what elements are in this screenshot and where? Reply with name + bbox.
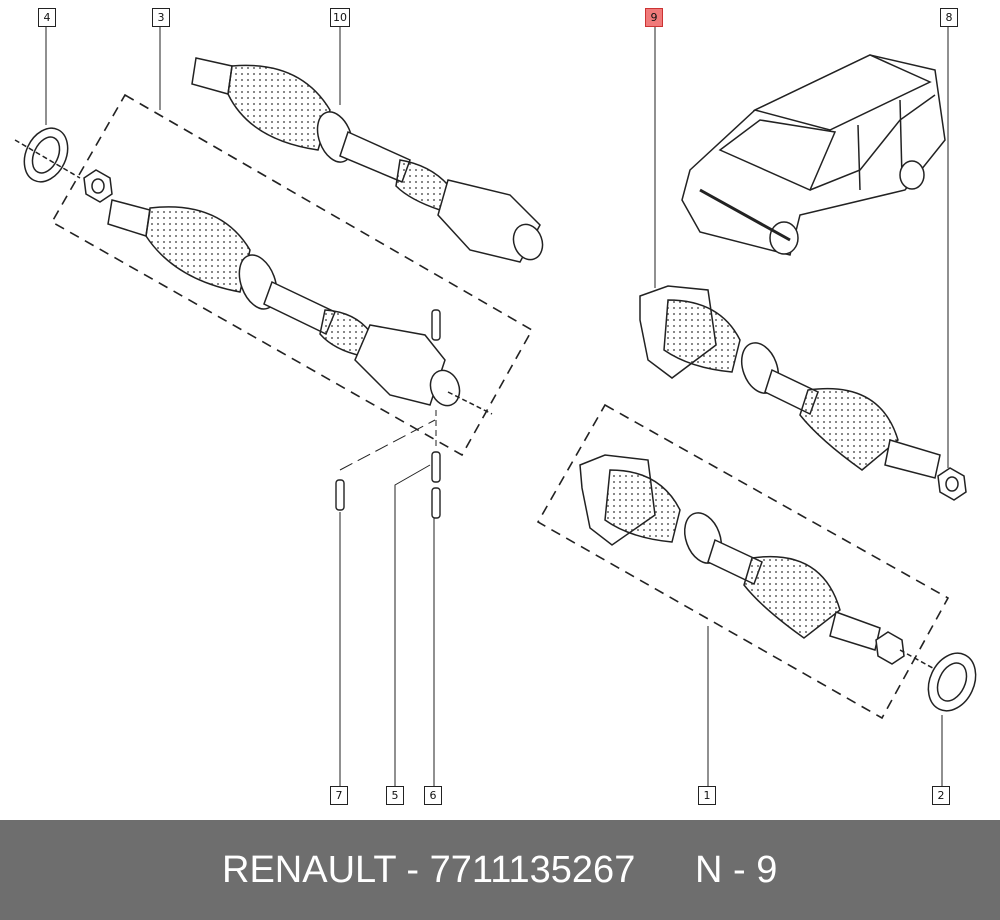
nut-left: [83, 169, 113, 203]
callout-7[interactable]: 7: [330, 786, 348, 805]
callout-4[interactable]: 4: [38, 8, 56, 27]
callout-6[interactable]: 6: [424, 786, 442, 805]
drive-shaft-10: [191, 57, 544, 263]
drive-shaft-1: [579, 454, 941, 673]
roll-pins: [335, 309, 441, 519]
kit-outline-right: [536, 403, 950, 720]
callout-3[interactable]: 3: [152, 8, 170, 27]
kit-outline-left: [50, 93, 534, 457]
abs-ring-left: [14, 127, 81, 183]
drive-shaft-9: [639, 285, 941, 479]
callout-5[interactable]: 5: [386, 786, 404, 805]
brand-part-number: RENAULT - 7711135267: [222, 849, 636, 891]
callout-2[interactable]: 2: [932, 786, 950, 805]
position-label: N - 9: [695, 849, 778, 891]
callout-10[interactable]: 10: [330, 8, 350, 27]
vehicle-illustration: [681, 54, 946, 256]
leader-lines: [45, 26, 949, 788]
drive-shaft-3: [107, 199, 493, 415]
callout-1[interactable]: 1: [698, 786, 716, 805]
drive-shaft-exploded-diagram: [14, 26, 977, 788]
callout-9-highlighted[interactable]: 9: [645, 8, 663, 27]
nut-8: [937, 467, 967, 501]
abs-ring-right: [927, 652, 977, 712]
part-number-footer: RENAULT - 7711135267 N - 9: [0, 820, 1000, 920]
callout-8[interactable]: 8: [940, 8, 958, 27]
